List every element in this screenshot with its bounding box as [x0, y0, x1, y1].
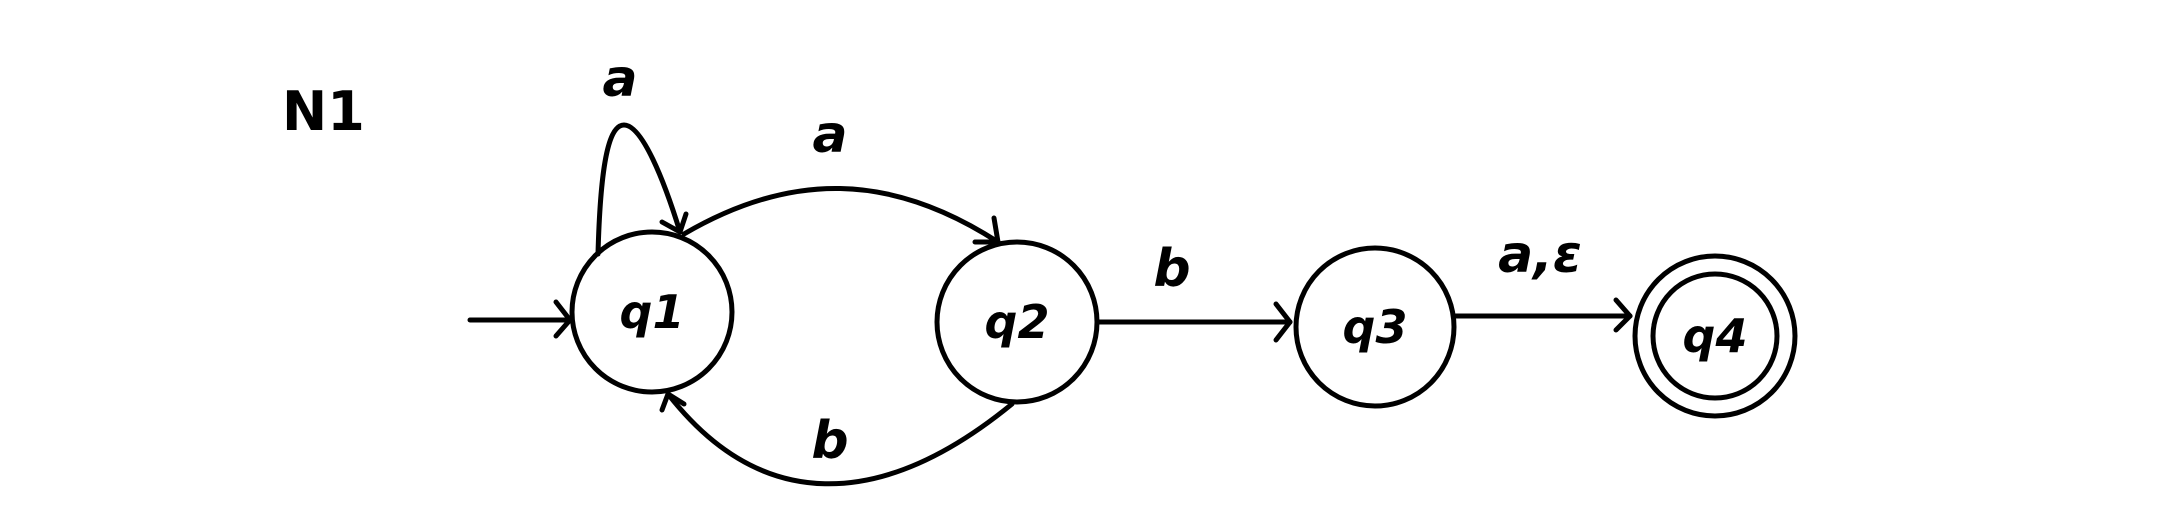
start-arrow — [467, 299, 573, 339]
transition-q2-q3: b — [1094, 239, 1293, 343]
state-q2: q2 — [934, 239, 1100, 405]
transition-q1-q1: a — [595, 49, 689, 257]
state-q4: q4 — [1632, 253, 1798, 419]
transition-q3-q4: a,ε — [1451, 225, 1633, 333]
state-q3-label: q3 — [1343, 300, 1408, 354]
automaton-name: N1 — [282, 80, 365, 143]
state-q2-label: q2 — [985, 295, 1050, 349]
transition-q2-q1-label: b — [811, 411, 848, 471]
state-q4-label: q4 — [1683, 309, 1748, 363]
transition-q2-q3-label: b — [1153, 239, 1190, 299]
state-q4-outer-circle — [1632, 253, 1798, 419]
transition-q1-q1-label: a — [602, 49, 637, 109]
transition-q1-q2-label: a — [812, 105, 847, 165]
transition-q3-q4-label: a,ε — [1498, 225, 1582, 285]
state-q4-inner-circle — [1650, 271, 1780, 401]
state-q1-circle — [569, 229, 735, 395]
transition-q1-q2: a — [681, 105, 1001, 245]
state-q3-circle — [1293, 245, 1457, 409]
state-q1-label: q1 — [620, 285, 685, 339]
state-q3: q3 — [1293, 245, 1457, 409]
state-q1: q1 — [569, 229, 735, 395]
transition-q2-q1: b — [659, 391, 1015, 487]
